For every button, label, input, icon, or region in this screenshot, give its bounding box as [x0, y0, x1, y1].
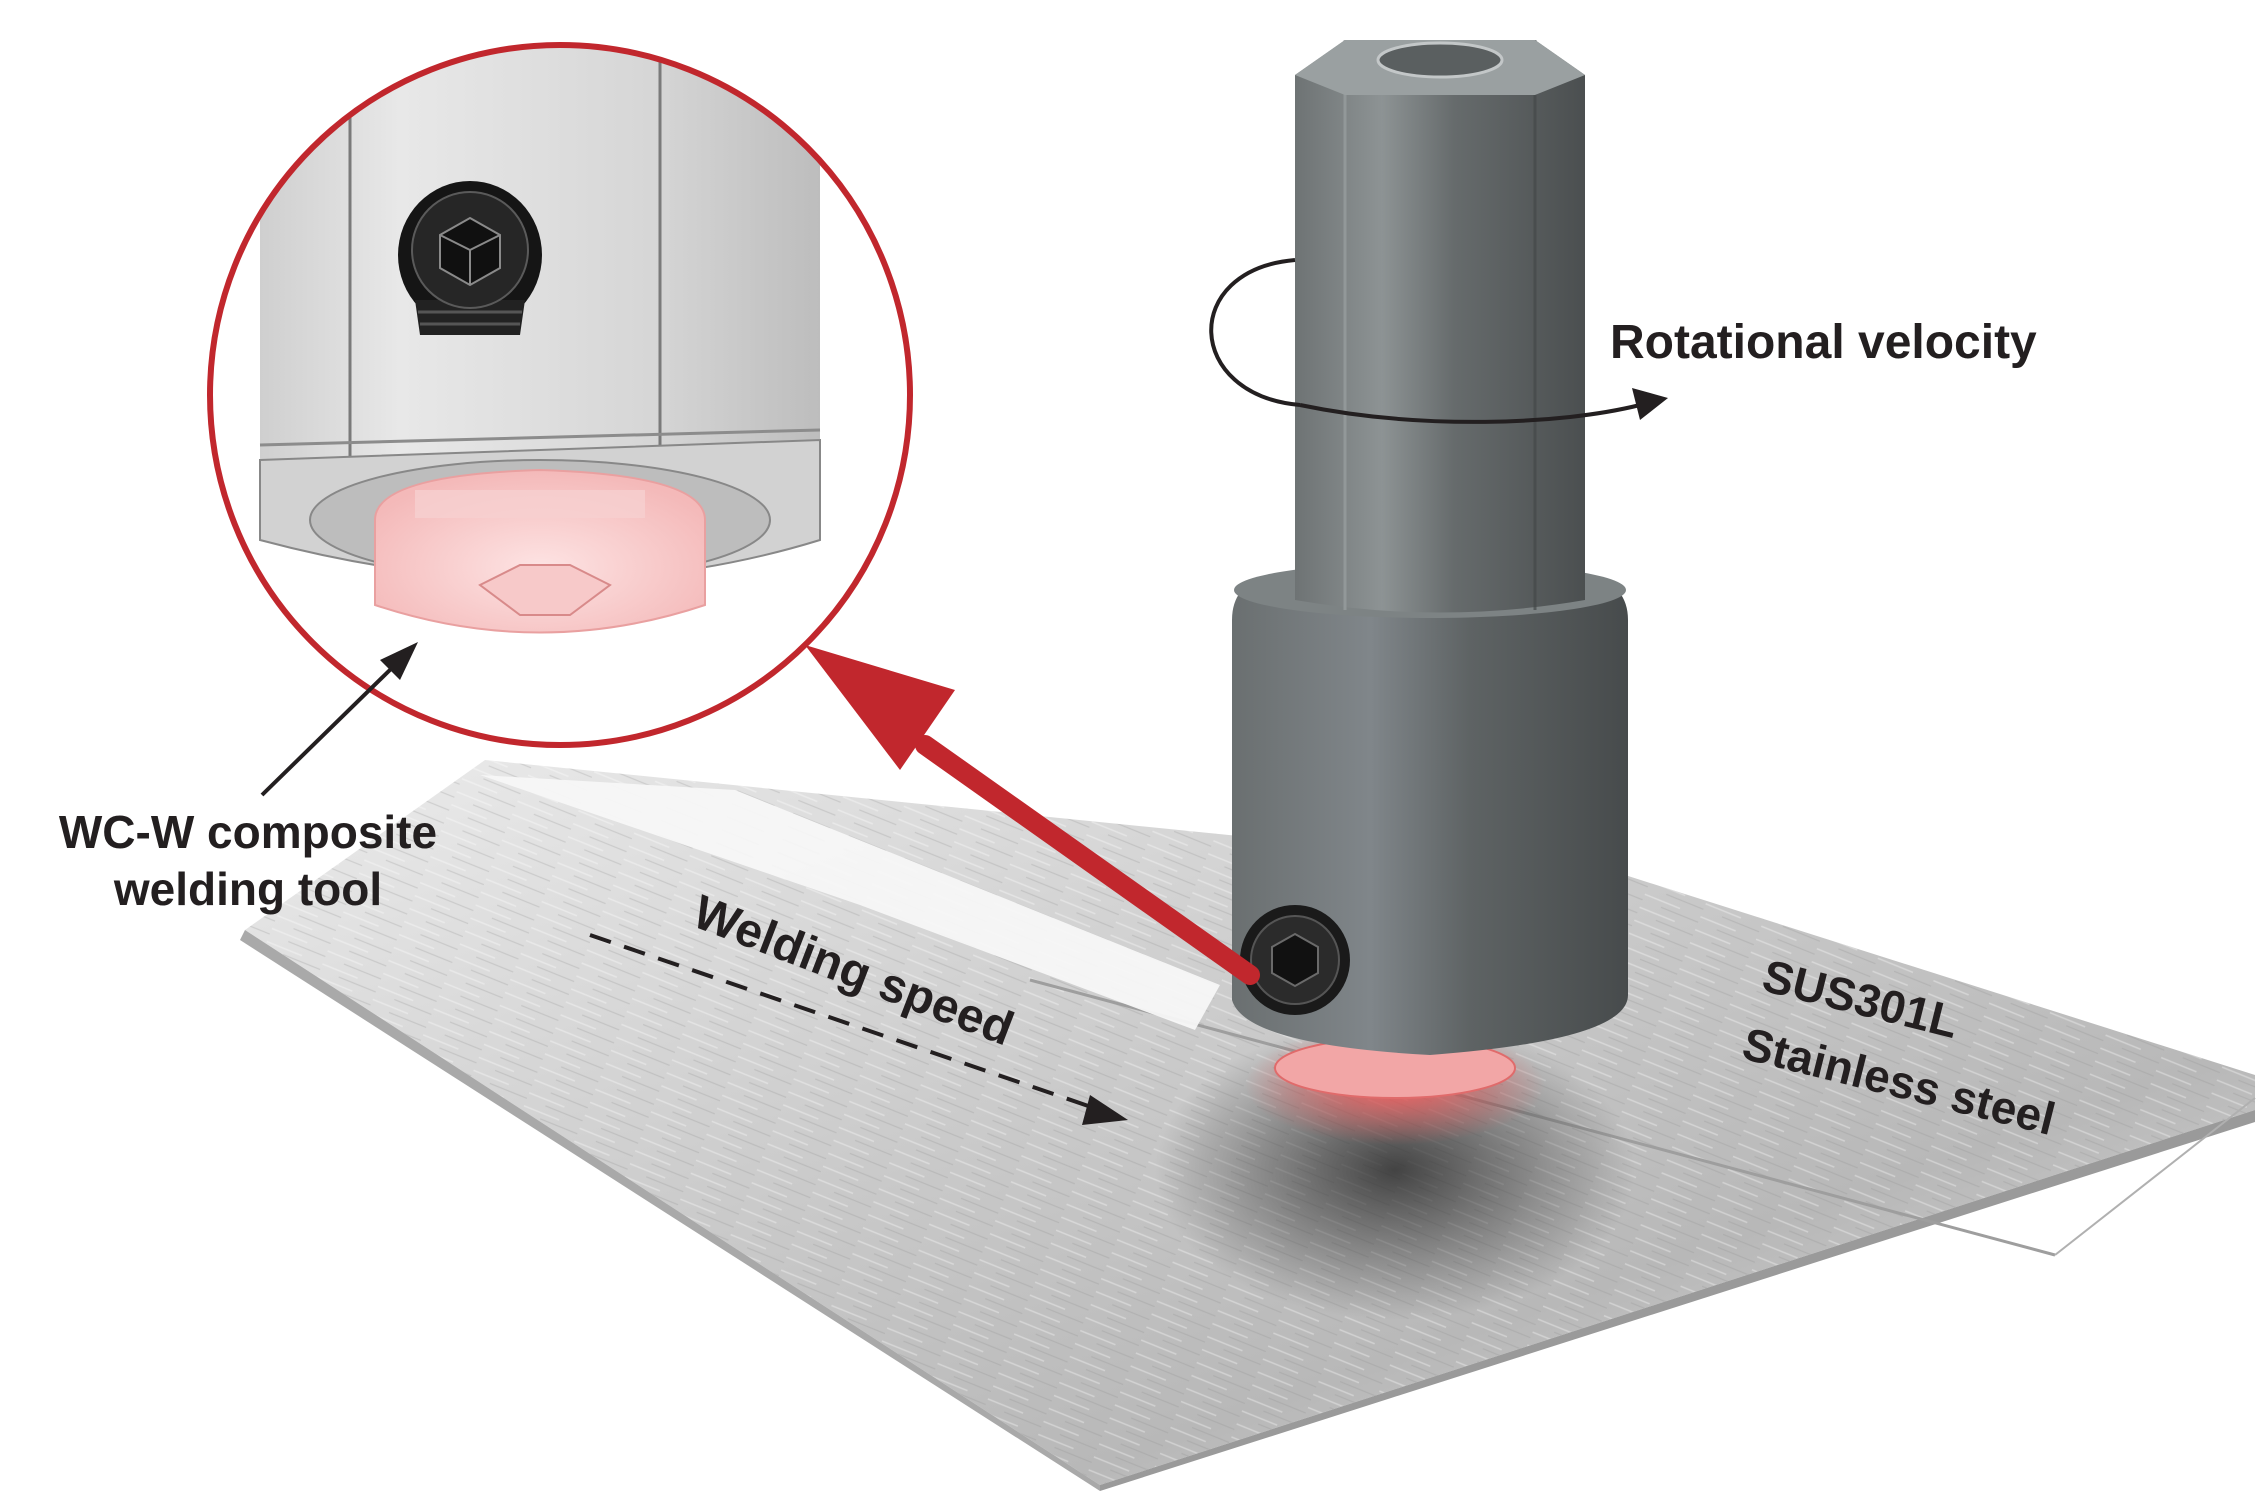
friction-stir-tool	[1232, 40, 1628, 1145]
shank-bore	[1376, 41, 1504, 79]
tool-label-line1: WC-W composite	[59, 806, 437, 858]
inset-border	[207, 42, 913, 748]
inset-screw-icon	[398, 181, 542, 335]
rotation-arrow-icon	[1209, 258, 1668, 424]
callout-arrow	[805, 645, 1260, 985]
zoom-inset	[207, 42, 913, 748]
screw-icon	[1240, 905, 1350, 1015]
tool-label-line2: welding tool	[113, 863, 382, 915]
tool-shank	[1295, 40, 1585, 613]
tool-leader-arrow	[260, 642, 418, 797]
rotational-velocity-label: Rotational velocity	[1610, 316, 2037, 369]
welding-speed-arrow	[589, 933, 1128, 1125]
